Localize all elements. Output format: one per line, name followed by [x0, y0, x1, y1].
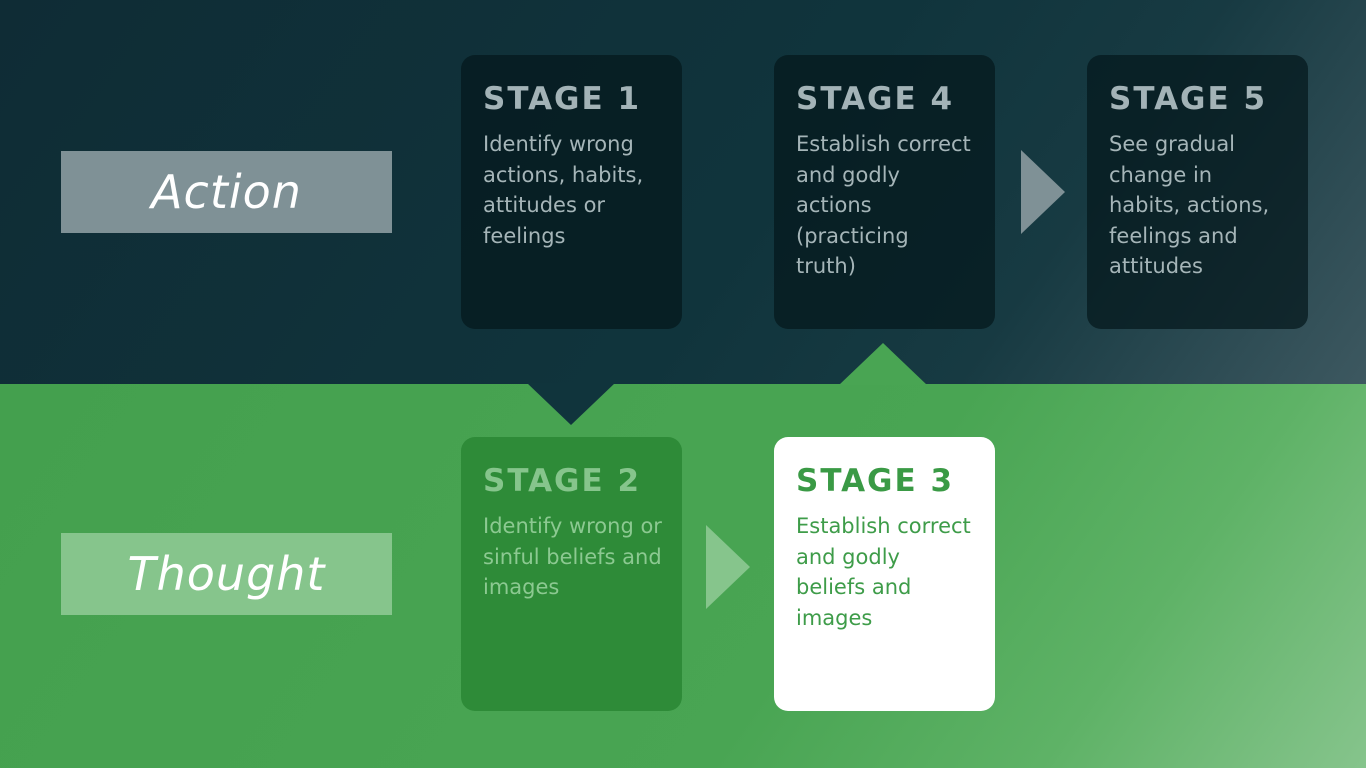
- stage-1-card: STAGE 1 Identify wrong actions, habits, …: [461, 55, 682, 329]
- stage-4-text: Establish correct and godly actions (pra…: [796, 132, 971, 278]
- stage-5-card: STAGE 5 See gradual change in habits, ac…: [1087, 55, 1308, 329]
- row-label-thought: Thought: [61, 533, 392, 615]
- stage-4-card: STAGE 4 Establish correct and godly acti…: [774, 55, 995, 329]
- stage-2-card: STAGE 2 Identify wrong or sinful beliefs…: [461, 437, 682, 711]
- stage-5-text: See gradual change in habits, actions, f…: [1109, 132, 1270, 278]
- stage-1-text: Identify wrong actions, habits, attitude…: [483, 132, 644, 248]
- stage-3-text: Establish correct and godly beliefs and …: [796, 514, 971, 630]
- arrow-down-icon: [527, 383, 615, 425]
- stage-5-title: STAGE 5: [1109, 81, 1268, 117]
- stage-3-card: STAGE 3 Establish correct and godly beli…: [774, 437, 995, 711]
- arrow-right-icon: [1021, 150, 1065, 234]
- row-label-action: Action: [61, 151, 392, 233]
- stage-4-title: STAGE 4: [796, 81, 955, 117]
- stage-1-title: STAGE 1: [483, 81, 642, 117]
- stage-2-text: Identify wrong or sinful beliefs and ima…: [483, 514, 662, 599]
- arrow-up-icon: [839, 343, 927, 385]
- stage-3-title: STAGE 3: [796, 463, 955, 499]
- arrow-right-icon: [706, 525, 750, 609]
- stage-2-title: STAGE 2: [483, 463, 642, 499]
